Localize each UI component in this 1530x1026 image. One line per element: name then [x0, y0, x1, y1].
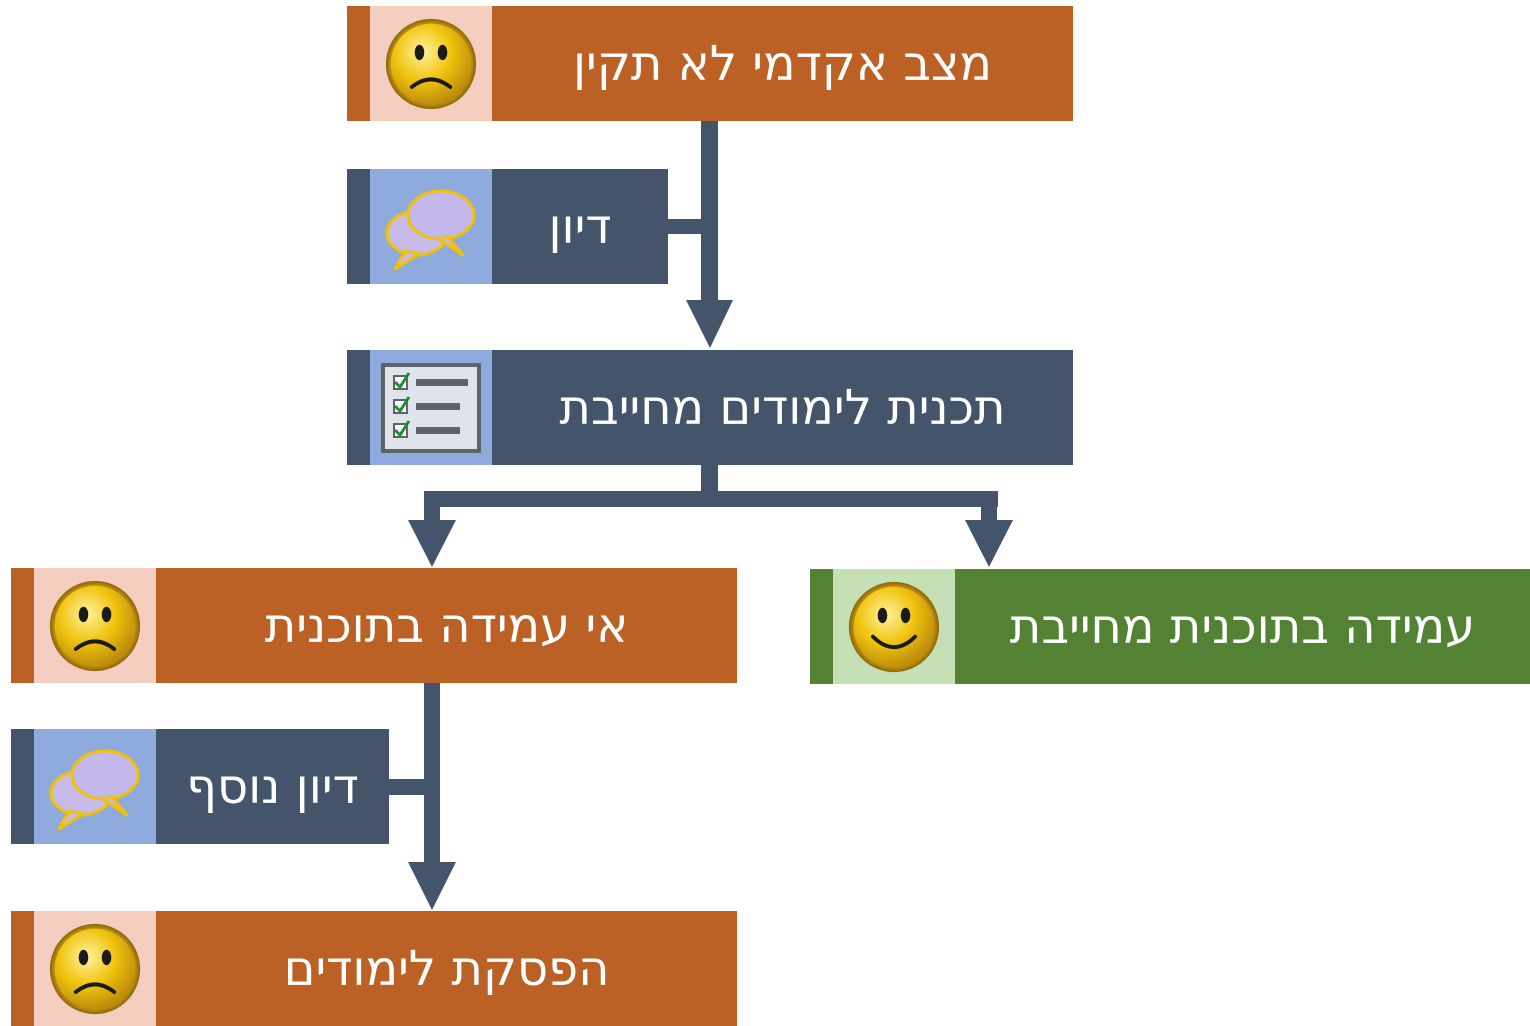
node-discussion: דיון — [347, 169, 668, 284]
node-icon-box — [34, 911, 156, 1026]
happy-face-icon — [848, 581, 940, 672]
node-icon-box — [34, 568, 156, 683]
node-label: תכנית לימודים מחייבת — [492, 350, 1073, 465]
connector-right-arrowhead — [965, 520, 1013, 567]
connector-bottom-trunk — [424, 683, 440, 866]
node-label: אי עמידה בתוכנית — [156, 568, 737, 683]
node-plan-not-met: אי עמידה בתוכנית — [11, 568, 737, 683]
connector-left-arrowhead — [408, 520, 456, 567]
node-stripe — [11, 911, 34, 1026]
node-stripe — [347, 169, 370, 284]
node-further-discussion: דיון נוסף — [11, 729, 389, 844]
node-icon-box — [370, 350, 492, 465]
node-plan-met: עמידה בתוכנית מחייבת — [810, 569, 1530, 684]
connector-split-stem — [701, 465, 718, 498]
node-studies-terminated: הפסקת לימודים — [11, 911, 737, 1026]
sad-face-icon — [49, 580, 141, 671]
sad-face-icon — [385, 18, 477, 109]
node-icon-box — [833, 569, 955, 684]
node-label: דיון נוסף — [156, 729, 389, 844]
node-icon-box — [370, 6, 492, 121]
connector-discussion-branch — [667, 219, 707, 234]
speech-bubbles-icon — [385, 189, 476, 270]
node-study-plan: תכנית לימודים מחייבת — [347, 350, 1073, 465]
node-label: דיון — [492, 169, 668, 284]
node-label: מצב אקדמי לא תקין — [492, 6, 1073, 121]
node-stripe — [11, 729, 34, 844]
connector-top-arrowhead — [686, 300, 733, 348]
connector-left-drop — [424, 491, 440, 526]
sad-face-icon — [49, 923, 141, 1014]
connector-right-drop — [981, 491, 997, 526]
checklist-icon — [381, 362, 481, 453]
speech-bubbles-icon — [49, 749, 140, 830]
node-stripe — [810, 569, 833, 684]
node-label: עמידה בתוכנית מחייבת — [955, 569, 1530, 684]
connector-top-trunk — [701, 121, 718, 304]
node-icon-box — [34, 729, 156, 844]
connector-further-discussion-branch — [388, 779, 430, 795]
node-stripe — [347, 350, 370, 465]
connector-split-bar — [424, 491, 998, 507]
node-icon-box — [370, 169, 492, 284]
node-stripe — [347, 6, 370, 121]
node-academic-status: מצב אקדמי לא תקין — [347, 6, 1073, 121]
connector-bottom-arrowhead — [408, 862, 456, 910]
node-label: הפסקת לימודים — [156, 911, 737, 1026]
node-stripe — [11, 568, 34, 683]
